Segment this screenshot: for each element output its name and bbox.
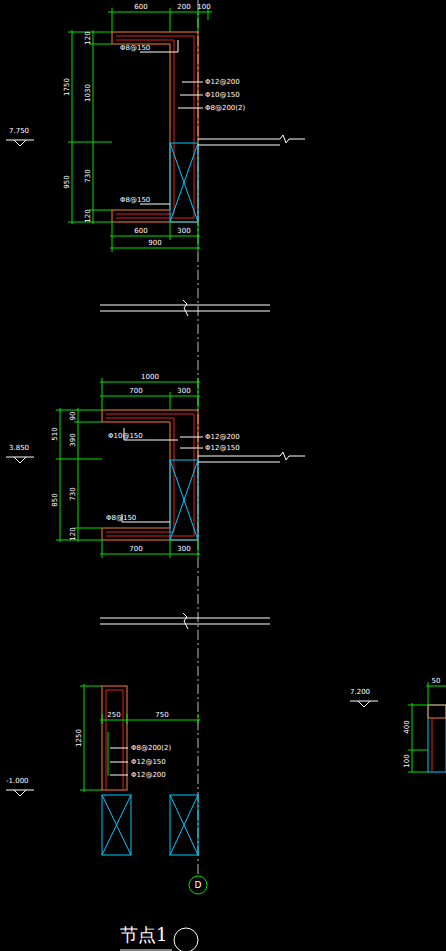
- elevation-label: 7.200: [350, 689, 370, 696]
- dimension-text: 120: [70, 527, 77, 540]
- rebar-label: Φ10@150: [108, 433, 143, 440]
- rebar-label: Φ8@200(2): [205, 105, 245, 112]
- axis-bubble: D: [188, 875, 208, 895]
- elevation-label: 3.850: [9, 445, 29, 452]
- dimension-text: 900: [148, 240, 161, 247]
- dimension-text: 300: [177, 546, 190, 553]
- dimension-text: 730: [70, 487, 77, 500]
- rebar-label: Φ12@200: [205, 434, 240, 441]
- dimension-text: 1030: [85, 84, 92, 102]
- dimension-text: 750: [155, 712, 168, 719]
- elevation-label: 7.750: [9, 128, 29, 135]
- dimension-text: 120: [85, 31, 92, 44]
- dimension-text: 1750: [64, 78, 71, 96]
- dimension-text: 200: [177, 4, 190, 11]
- dimension-text: 700: [129, 546, 142, 553]
- dimension-text: 90: [70, 412, 77, 421]
- rebar-label: Φ8@200(2): [131, 745, 171, 752]
- detail-caption: 节点1: [120, 926, 167, 944]
- dimension-text: 730: [85, 169, 92, 182]
- dimension-text: 100: [404, 754, 411, 767]
- rebar-label: Φ12@200: [205, 79, 240, 86]
- dimension-text: 100: [197, 4, 210, 11]
- rebar-label: Φ12@200: [131, 772, 166, 779]
- elevation-label: -1.000: [6, 778, 29, 785]
- rebar-label: Φ12@150: [205, 445, 240, 452]
- dimension-text: 1250: [76, 729, 83, 747]
- dimension-text: 50: [432, 678, 441, 685]
- dimension-text: 510: [52, 427, 59, 440]
- dimension-text: 300: [177, 388, 190, 395]
- dimension-text: 390: [70, 433, 77, 446]
- dimension-text: 300: [177, 228, 190, 235]
- rebar-label: Φ8@150: [120, 197, 150, 204]
- dimension-text: 600: [134, 4, 147, 11]
- dimension-text: 1000: [141, 374, 159, 381]
- dimension-text: 400: [404, 720, 411, 733]
- rebar-label: Φ8@150: [106, 515, 136, 522]
- dimension-text: 700: [129, 388, 142, 395]
- dimension-text: 850: [52, 493, 59, 506]
- dimension-text: 120: [85, 209, 92, 222]
- rebar-label: Φ12@150: [131, 759, 166, 766]
- rebar-label: Φ10@150: [205, 92, 240, 99]
- dimension-text: 250: [107, 712, 120, 719]
- dimension-text: 950: [64, 175, 71, 188]
- rebar-label: Φ8@150: [120, 45, 150, 52]
- axis-label: D: [195, 880, 202, 890]
- dimension-text: 600: [134, 228, 147, 235]
